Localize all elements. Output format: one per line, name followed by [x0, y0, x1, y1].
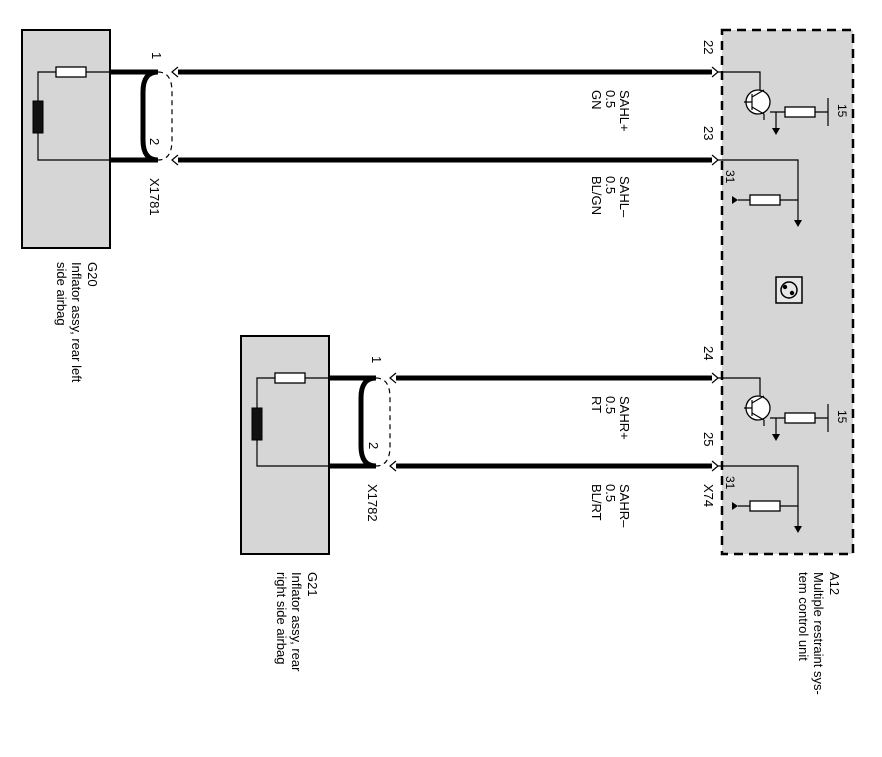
sahl-minus-signal: SAHL–: [617, 176, 632, 218]
sahl-plus-label: SAHL+ 0.5 GN: [589, 90, 632, 132]
x1781-pin2: 2: [147, 138, 162, 145]
sahr-plus-color: RT: [589, 396, 604, 413]
sahl-plus-color: GN: [589, 90, 604, 110]
sahr-minus-signal: SAHR–: [617, 484, 632, 528]
sahr-plus-signal: SAHR+: [617, 396, 632, 440]
control-unit-symbol-icon: [775, 276, 803, 304]
x1782-code: X1782: [365, 484, 380, 522]
sahr-plus-gauge: 0.5: [603, 396, 618, 414]
g20-line1: Inflator assy, rear left: [69, 262, 84, 383]
resistor-icon: [274, 372, 306, 384]
x1782-pin2: 2: [366, 442, 381, 449]
terminal-31-upper: 31: [723, 170, 737, 184]
ecu-lower-driver: [718, 377, 829, 533]
sahr-plus-label: SAHR+ 0.5 RT: [589, 396, 632, 440]
resistor-icon: [749, 194, 781, 206]
ecu-upper-driver: [718, 71, 829, 227]
resistor-icon: [749, 500, 781, 512]
g20-description: G20 Inflator assy, rear left side airbag: [54, 262, 100, 383]
resistor-icon: [55, 66, 87, 78]
ground-arrow-icon: [794, 526, 802, 533]
inflator-coil-icon: [251, 407, 263, 441]
a12-description: A12 Multiple restraint sys- tem control …: [796, 572, 842, 695]
terminal-31-lower: 31: [723, 476, 737, 490]
g21-description: G21 Inflator assy, rear right side airba…: [274, 572, 320, 672]
x74-code: X74: [701, 484, 716, 507]
sahl-minus-gauge: 0.5: [603, 176, 618, 194]
sahr-minus-color: BL/RT: [589, 484, 604, 521]
a12-line2: tem control unit: [796, 572, 811, 661]
terminal-15-upper: 15: [835, 104, 849, 118]
sahr-minus-gauge: 0.5: [603, 484, 618, 502]
sahl-plus-signal: SAHL+: [617, 90, 632, 132]
g21-line1: Inflator assy, rear: [289, 572, 304, 672]
sahl-minus-color: BL/GN: [589, 176, 604, 215]
g21-line2: right side airbag: [274, 572, 289, 665]
g20-inflator-box: [21, 29, 111, 249]
pin-24: 24: [701, 346, 716, 360]
sahr-minus-label: SAHR– 0.5 BL/RT: [589, 484, 632, 528]
pin-23: 23: [701, 126, 716, 140]
terminal-15-lower: 15: [835, 410, 849, 424]
x1781-pin1: 1: [149, 52, 164, 59]
pin-22: 22: [701, 40, 716, 54]
resistor-icon: [784, 106, 816, 118]
ground-arrow-icon: [794, 220, 802, 227]
ground-arrow-icon: [772, 434, 780, 441]
x1782-pin1: 1: [369, 356, 384, 363]
g20-line2: side airbag: [54, 262, 69, 326]
a12-line1: Multiple restraint sys-: [811, 572, 826, 695]
wire-sahr-minus: [329, 460, 719, 472]
sahl-minus-label: SAHL– 0.5 BL/GN: [589, 176, 632, 218]
x1781-code: X1781: [147, 178, 162, 216]
g21-code: G21: [305, 572, 320, 597]
inflator-coil-icon: [32, 100, 44, 134]
g20-code: G20: [85, 262, 100, 287]
ground-arrow-icon: [772, 128, 780, 135]
x1782-twisted-pair: [358, 375, 391, 469]
wire-sahr-plus: [329, 372, 719, 384]
g21-inflator-box: [240, 335, 330, 555]
wire-sahl-minus: [110, 154, 719, 166]
a12-code: A12: [827, 572, 842, 595]
resistor-icon: [784, 412, 816, 424]
x1781-twisted-pair: [140, 69, 173, 163]
wire-sahl-plus: [110, 66, 719, 78]
sahl-plus-gauge: 0.5: [603, 90, 618, 108]
pin-25: 25: [701, 432, 716, 446]
